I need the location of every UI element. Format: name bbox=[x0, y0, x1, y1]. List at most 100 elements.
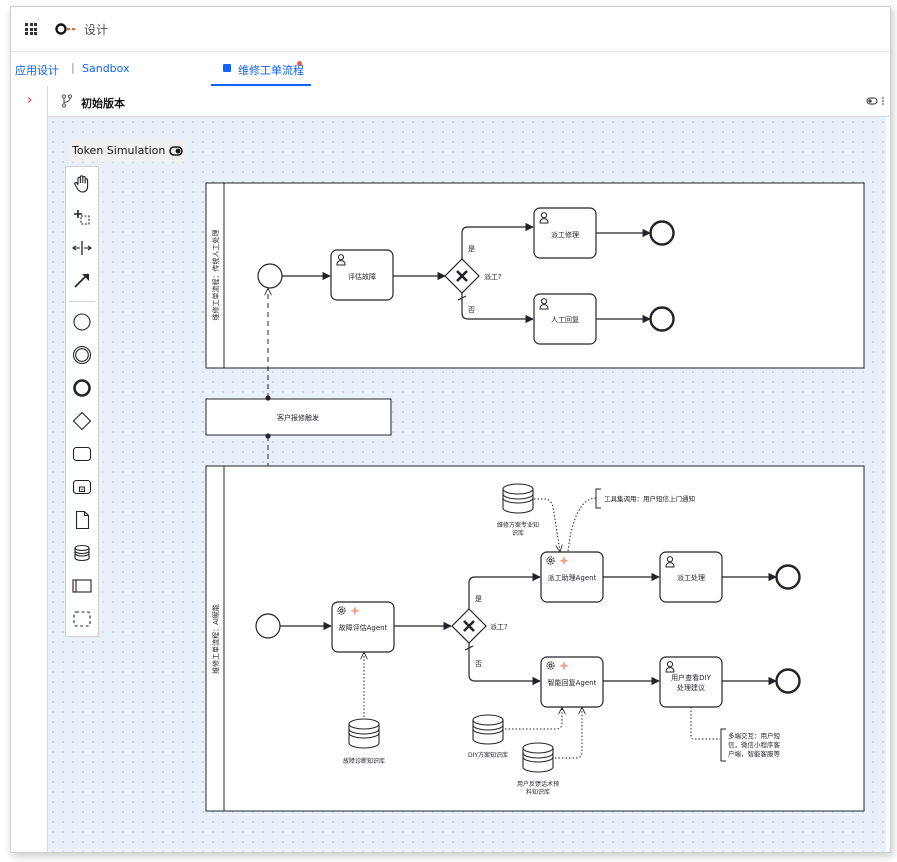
lane-label-traditional: 维修工单流程：传统人工处理 bbox=[211, 230, 220, 321]
datastore-repair-kb-icon[interactable] bbox=[502, 483, 534, 514]
annotation-tool-call[interactable]: 工具集调用：用户短信上门通知 bbox=[604, 494, 695, 503]
app-logo-icon bbox=[55, 23, 75, 35]
left-rail: › bbox=[11, 86, 48, 852]
end-event-tool-icon[interactable] bbox=[69, 375, 95, 401]
palette-separator bbox=[69, 301, 95, 302]
gear-icon bbox=[546, 661, 555, 670]
app-switcher-icon[interactable] bbox=[25, 23, 37, 35]
trigger-label: 客户报修触发 bbox=[277, 413, 319, 422]
gear-icon bbox=[546, 556, 555, 565]
datastore-fault-kb-label: 故障诊断知识库 bbox=[343, 757, 385, 765]
chevron-right-icon[interactable]: › bbox=[27, 93, 33, 108]
toggle-icon bbox=[169, 146, 183, 156]
trigger-collapsed-pool[interactable] bbox=[205, 398, 392, 436]
data-association[interactable] bbox=[555, 708, 582, 759]
annotation-association bbox=[567, 497, 597, 552]
flow-label-no-ai: 否 bbox=[475, 660, 482, 668]
lane-label-ai: 维修工单流程：AI赋能 bbox=[211, 604, 220, 674]
breadcrumb-app-design[interactable]: 应用设计 bbox=[15, 64, 59, 77]
sequence-flow-yes[interactable] bbox=[461, 222, 534, 259]
token-simulation-label: Token Simulation bbox=[72, 144, 166, 157]
group-tool-icon[interactable] bbox=[69, 606, 95, 632]
user-task-icon bbox=[539, 298, 549, 310]
message-flow-source-dot bbox=[265, 395, 271, 401]
annotation-multi-3[interactable]: 户端，智能客服等 bbox=[728, 749, 781, 758]
connect-tool-icon[interactable] bbox=[69, 267, 95, 293]
task-tool-icon[interactable] bbox=[69, 441, 95, 467]
default-flow-marker bbox=[464, 645, 474, 651]
token-simulation-toggle[interactable]: Token Simulation bbox=[68, 140, 187, 162]
task-manual-reply-label: 人工回复 bbox=[551, 315, 579, 324]
workflow-icon bbox=[223, 64, 231, 72]
data-association[interactable] bbox=[534, 498, 560, 551]
data-object-tool-icon[interactable] bbox=[69, 507, 95, 533]
datastore-feedback-kb-label-1: 用户反馈话术预 bbox=[517, 780, 559, 788]
agent-fault-assess-label: 故障评估Agent bbox=[339, 623, 388, 632]
version-bar: 初始版本 bbox=[48, 86, 890, 117]
task-assess-fault-label: 评估故障 bbox=[348, 272, 376, 281]
end-event[interactable] bbox=[775, 564, 801, 590]
branch-icon bbox=[61, 94, 73, 108]
datastore-fault-kb-icon[interactable] bbox=[348, 718, 380, 749]
hand-tool-icon[interactable] bbox=[69, 171, 95, 197]
breadcrumb-sandbox[interactable]: Sandbox bbox=[82, 62, 130, 75]
user-task-icon bbox=[665, 556, 675, 568]
tool-palette bbox=[65, 166, 99, 637]
gateway-label-ai: 派工? bbox=[490, 623, 508, 631]
task-user-view-diy-label-2: 处理建议 bbox=[677, 683, 705, 692]
sequence-flow-no[interactable] bbox=[468, 643, 541, 686]
end-event[interactable] bbox=[649, 220, 675, 246]
space-tool-icon[interactable] bbox=[69, 235, 95, 261]
agent-smart-reply-label: 智能回复Agent bbox=[548, 678, 597, 687]
annotation-multi-2[interactable]: 信，微信小程序客 bbox=[728, 740, 781, 749]
task-user-view-diy[interactable] bbox=[659, 656, 723, 708]
agent-smart-reply[interactable] bbox=[540, 656, 604, 708]
ai-sparkle-icon bbox=[559, 556, 569, 566]
end-event[interactable] bbox=[649, 306, 675, 332]
agent-fault-assess[interactable] bbox=[331, 601, 395, 653]
version-label: 初始版本 bbox=[81, 97, 125, 110]
annotation-multi-1[interactable]: 多端交互：用户短 bbox=[728, 731, 781, 740]
flow-label-no: 否 bbox=[468, 306, 475, 314]
start-event[interactable] bbox=[255, 613, 281, 639]
annotation-association bbox=[690, 707, 720, 740]
datastore-diy-kb-icon[interactable] bbox=[472, 714, 504, 745]
pool-tool-icon[interactable] bbox=[69, 573, 95, 599]
task-dispatch-repair-label: 派工修理 bbox=[551, 230, 579, 239]
datastore-diy-kb-label: DIY方案知识库 bbox=[468, 751, 508, 759]
ai-sparkle-icon bbox=[350, 606, 360, 616]
sequence-flow-no[interactable] bbox=[461, 293, 534, 324]
text-annotation-bracket bbox=[720, 728, 726, 762]
datastore-feedback-kb-icon[interactable] bbox=[522, 742, 554, 773]
task-assess-fault[interactable] bbox=[330, 249, 394, 301]
agent-dispatch-assistant-label: 派工助理Agent bbox=[548, 573, 597, 582]
bpmn-canvas[interactable]: 维修工单流程：传统人工处理 评估故障 派工? 是 否 bbox=[48, 117, 886, 852]
unsaved-dot-icon bbox=[297, 61, 302, 66]
subprocess-tool-icon[interactable] bbox=[69, 474, 95, 500]
task-user-view-diy-label-1: 用户查看DIY bbox=[671, 673, 711, 682]
gateway-label: 派工? bbox=[484, 273, 502, 281]
ai-sparkle-icon bbox=[559, 661, 569, 671]
end-event[interactable] bbox=[775, 668, 801, 694]
sequence-flow-yes[interactable] bbox=[468, 572, 541, 609]
data-store-tool-icon[interactable] bbox=[69, 540, 95, 566]
data-association[interactable] bbox=[505, 708, 562, 730]
lasso-tool-icon[interactable] bbox=[69, 203, 95, 229]
tab-bar: 应用设计 | Sandbox 维修工单流程 bbox=[11, 51, 890, 87]
flow-label-yes-ai: 是 bbox=[475, 595, 482, 603]
tab-label: 维修工单流程 bbox=[238, 64, 304, 77]
tab-repair-workflow[interactable]: 维修工单流程 bbox=[211, 52, 311, 86]
start-event[interactable] bbox=[257, 263, 283, 289]
datastore-feedback-kb-label-2: 料知识库 bbox=[526, 788, 550, 796]
user-task-icon bbox=[665, 661, 675, 673]
app-window: 设计 应用设计 | Sandbox 维修工单流程 › 初始版本 bbox=[10, 6, 891, 853]
breadcrumb-separator: | bbox=[71, 61, 75, 74]
datastore-repair-kb-label-1: 维修方案专业知 bbox=[497, 521, 539, 529]
user-task-icon bbox=[539, 212, 549, 224]
gear-icon bbox=[337, 606, 346, 615]
toggle-panel-icon[interactable] bbox=[866, 95, 886, 107]
start-event-tool-icon[interactable] bbox=[69, 309, 95, 335]
gateway-tool-icon[interactable] bbox=[69, 408, 95, 434]
bpmn-diagram: 维修工单流程：传统人工处理 评估故障 派工? 是 否 bbox=[205, 182, 865, 812]
intermediate-event-tool-icon[interactable] bbox=[69, 342, 95, 368]
